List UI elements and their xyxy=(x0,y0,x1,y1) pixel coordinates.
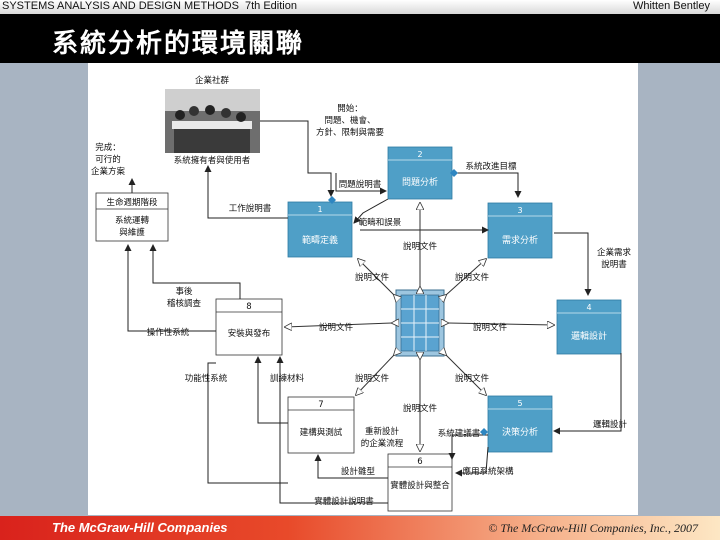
flow-label: 設計雛型 xyxy=(341,466,376,477)
flow-label: 說明文件 xyxy=(403,403,438,414)
phase-number: 8 xyxy=(246,302,251,312)
edition-label: 7th Edition xyxy=(244,0,297,12)
flow-label: 問題說明書 xyxy=(339,179,382,190)
done-note-line: 企業方案 xyxy=(91,166,126,177)
flow-label: 系統改進目標 xyxy=(465,161,517,172)
phase-box-1 xyxy=(287,201,353,258)
phase-number: 1 xyxy=(317,205,322,214)
flow-label: 說明文件 xyxy=(473,322,508,333)
phase-name: 實體設計與整合 xyxy=(390,480,450,491)
phase-number: 3 xyxy=(517,206,522,215)
flow-label: 操作性系統 xyxy=(147,327,190,338)
phase-name: 邏輯設計 xyxy=(571,330,607,342)
photo-caption: 系統擁有者與使用者 xyxy=(174,155,251,166)
connector-diamonds xyxy=(328,169,488,436)
flow-label: 應用系統架構 xyxy=(462,466,514,477)
phase-number: 7 xyxy=(318,400,323,410)
authors-label: Whitten Bentley xyxy=(632,0,710,12)
lifecycle-title: 生命週期階段 xyxy=(106,197,158,208)
phase-box-5 xyxy=(487,395,553,453)
flow-label: 說明文件 xyxy=(455,373,490,384)
phase-number: 4 xyxy=(586,303,591,312)
start-note-line: 開始： xyxy=(337,103,363,114)
phase-number: 2 xyxy=(417,150,422,159)
flow-label: 的企業流程 xyxy=(361,438,404,449)
flow-label: 說明文件 xyxy=(355,272,390,283)
flow-label: 訓練材料 xyxy=(270,373,305,384)
flow-label: 說明文件 xyxy=(355,373,390,384)
phase-name: 建構與測試 xyxy=(300,427,343,438)
footer-bar: The McGraw-Hill Companies © The McGraw-H… xyxy=(0,516,720,540)
flow-label: 邏輯設計 xyxy=(593,419,628,430)
flow-label: 說明文件 xyxy=(403,241,438,252)
phase-name: 決策分析 xyxy=(502,426,538,438)
phase-number: 5 xyxy=(517,399,522,408)
flow-label: 稽核調查 xyxy=(167,298,202,309)
flow-label: 企業需求 xyxy=(597,247,632,258)
flow-label: 說明文件 xyxy=(319,322,354,333)
flow-arrows xyxy=(124,120,622,504)
done-note-line: 可行的 xyxy=(95,154,121,165)
flow-label: 功能性系統 xyxy=(185,373,228,384)
lifecycle-stage-box xyxy=(95,192,169,242)
phase-box-4 xyxy=(556,299,622,355)
documentation-arrows xyxy=(285,203,554,451)
phase-name: 安裝與發布 xyxy=(228,328,271,339)
flow-label: 重新設計 xyxy=(365,426,400,437)
flow-label: 事後 xyxy=(175,286,193,297)
flow-label: 系統建議書 xyxy=(438,428,481,439)
title-bar: 系統分析的環境關聯 xyxy=(0,14,720,63)
publisher-logo: The McGraw-Hill Companies xyxy=(52,520,228,535)
repository-icon xyxy=(395,289,445,357)
photo-label: 企業社群 xyxy=(195,75,230,86)
start-note-line: 方針、限制與需要 xyxy=(316,127,385,138)
sdlc-diagram: 企業社群 系統擁有者與使用者 開始： 問題、機會、 方針、限制與需要 完成： 可… xyxy=(88,63,638,515)
done-note-line: 完成： xyxy=(95,142,121,153)
flow-label: 範疇和誤景 xyxy=(359,217,402,228)
flow-label: 工作說明書 xyxy=(229,203,272,214)
diagram-svg: 企業社群 系統擁有者與使用者 開始： 問題、機會、 方針、限制與需要 完成： 可… xyxy=(91,75,632,512)
slide-title: 系統分析的環境關聯 xyxy=(52,29,305,59)
phase-box-8 xyxy=(215,298,283,356)
flow-label: 說明書 xyxy=(601,259,627,270)
phase-box-6 xyxy=(387,453,453,512)
phase-name: 問題分析 xyxy=(402,176,438,188)
lifecycle-body-line: 與維護 xyxy=(119,227,145,238)
start-note-line: 問題、機會、 xyxy=(324,115,375,126)
business-community-photo xyxy=(165,89,260,153)
phase-box-7 xyxy=(287,396,355,454)
phase-name: 需求分析 xyxy=(502,234,538,246)
phase-number: 6 xyxy=(417,457,422,467)
lifecycle-body-line: 系統運轉 xyxy=(115,215,150,226)
phase-name: 範疇定義 xyxy=(302,234,338,246)
copyright-text: © The McGraw-Hill Companies, Inc., 2007 xyxy=(488,521,698,535)
flow-label: 說明文件 xyxy=(455,272,490,283)
flow-label: 實體設計說明書 xyxy=(314,496,374,507)
phase-box-3 xyxy=(487,202,553,259)
